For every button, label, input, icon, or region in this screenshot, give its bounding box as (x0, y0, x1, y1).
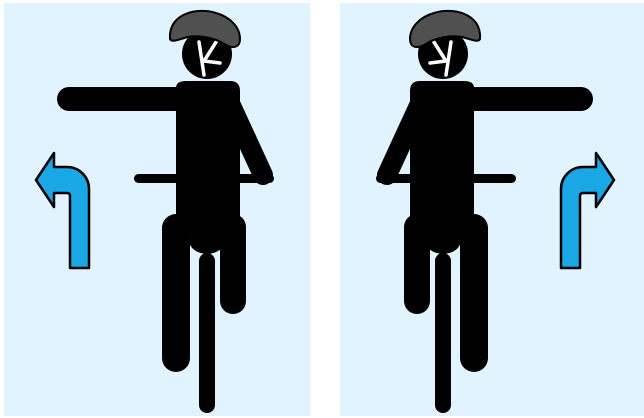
left-turn-signal-illustration (4, 3, 310, 416)
rear-wheel (435, 253, 451, 413)
panel-background (4, 3, 310, 416)
left-turn-signal-panel (4, 3, 310, 416)
rear-wheel (199, 253, 215, 413)
saddle (189, 226, 225, 254)
left-leg (460, 214, 488, 372)
right-turn-signal-illustration (340, 3, 644, 416)
right-turn-signal-panel (340, 3, 644, 416)
extended-right-arm (453, 87, 593, 111)
saddle (425, 226, 461, 254)
panel-background (340, 3, 644, 416)
left-leg (162, 214, 190, 372)
extended-left-arm (57, 87, 197, 111)
